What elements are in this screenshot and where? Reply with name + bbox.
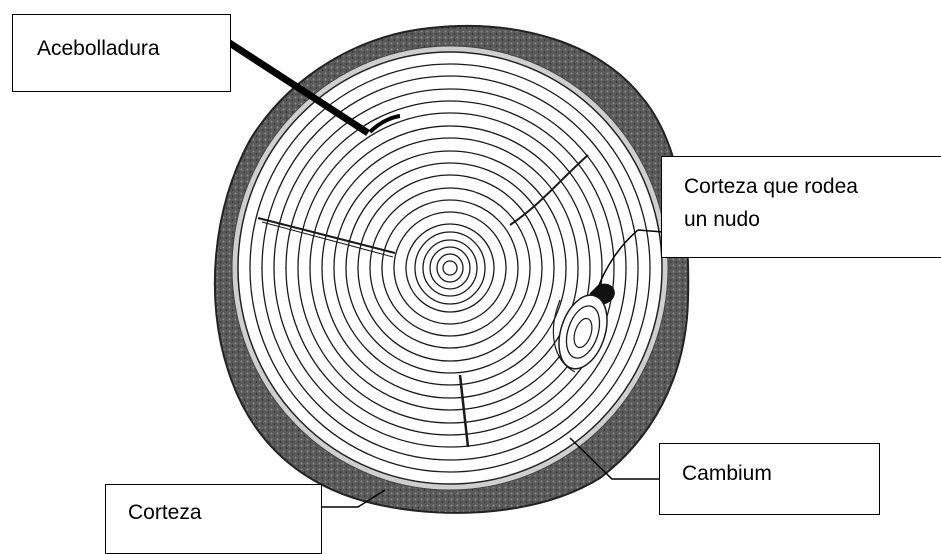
- label-corteza-text: Corteza: [128, 497, 321, 530]
- wood: [238, 52, 662, 484]
- label-acebolladura-text: Acebolladura: [37, 33, 230, 66]
- label-corteza-nudo-line1: Corteza que rodea: [684, 171, 941, 204]
- label-cambium-text: Cambium: [682, 458, 879, 491]
- label-cambium: Cambium: [659, 443, 880, 515]
- label-corteza-nudo-line2: un nudo: [684, 204, 941, 237]
- label-corteza: Corteza: [105, 484, 322, 554]
- label-corteza-que-rodea-un-nudo: Corteza que rodea un nudo: [661, 156, 941, 258]
- label-acebolladura: Acebolladura: [12, 14, 231, 92]
